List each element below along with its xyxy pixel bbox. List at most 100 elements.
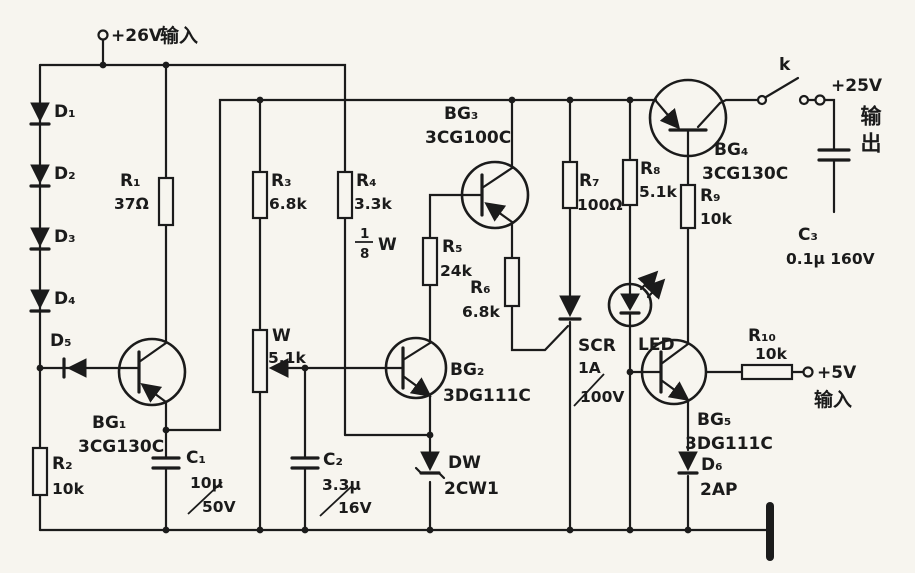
terminal-5v <box>802 366 814 378</box>
label-r2-val: 10k <box>52 480 85 498</box>
transistor-bg1 <box>117 337 187 407</box>
label-r5-val: 24k <box>440 262 473 280</box>
fraction-marks <box>187 241 605 517</box>
resistor-r4 <box>336 170 354 220</box>
label-r4-watt-unit: W <box>378 235 397 255</box>
resistor-r5 <box>421 236 439 287</box>
transistor-bg3 <box>460 160 530 230</box>
label-r8-ref: R₈ <box>640 159 661 179</box>
label-r4-watt-den: 8 <box>360 246 369 262</box>
label-r4-ref: R₄ <box>356 171 377 191</box>
diode-d5 <box>62 357 87 379</box>
label-r9-ref: R₉ <box>700 186 721 206</box>
switch-k <box>756 94 810 106</box>
label-r3-ref: R₃ <box>271 171 292 191</box>
diode-d6 <box>677 451 699 475</box>
label-r1-val: 37Ω <box>114 195 149 213</box>
label-bg3-type: 3CG100C <box>425 128 511 148</box>
label-r8-val: 5.1k <box>639 183 677 201</box>
potentiometer-w <box>251 328 269 394</box>
label-r1-ref: R₁ <box>120 171 141 191</box>
label-r10-val: 10k <box>755 345 788 363</box>
label-scr-current: 1A <box>578 359 601 377</box>
label-w-val: 5.1k <box>268 349 306 367</box>
transistor-bg4 <box>648 78 728 158</box>
label-scr-ref: SCR <box>578 336 616 356</box>
diode-d1 <box>29 102 51 126</box>
label-5v: +5V <box>817 363 857 383</box>
label-r10-ref: R₁₀ <box>748 326 776 346</box>
capacitor-c3 <box>817 148 851 162</box>
label-dw-ref: DW <box>448 453 481 473</box>
label-bg1-ref: BG₁ <box>92 413 126 433</box>
transistor-bg2 <box>384 336 448 400</box>
terminal-26v-input <box>97 29 109 41</box>
label-c1-volt: 50V <box>202 498 236 516</box>
resistor-r3 <box>251 170 269 220</box>
label-c3-val: 0.1μ 160V <box>786 250 875 268</box>
label-d4: D₄ <box>54 289 76 309</box>
label-c3-ref: C₃ <box>798 225 818 245</box>
label-r6-val: 6.8k <box>462 303 500 321</box>
label-switch-k: k <box>779 55 791 75</box>
resistor-r7 <box>561 160 579 210</box>
label-led: LED <box>638 335 675 355</box>
label-scr-voltage: 100V <box>580 388 624 406</box>
label-bg3-ref: BG₃ <box>444 104 478 124</box>
capacitor-c1 <box>151 456 181 470</box>
label-bg4-type: 3CG130C <box>702 164 788 184</box>
label-c2-ref: C₂ <box>323 450 343 470</box>
label-d6-ref: D₆ <box>701 455 723 475</box>
label-r3-val: 6.8k <box>269 195 307 213</box>
label-25v-cn-vertical: 输出 <box>858 105 882 159</box>
resistor-r10 <box>740 363 794 381</box>
label-d5: D₅ <box>50 331 72 351</box>
resistor-r6 <box>503 256 521 308</box>
wires <box>38 38 836 561</box>
label-bg2-type: 3DG111C <box>443 386 531 406</box>
label-r6-ref: R₆ <box>470 278 491 298</box>
resistor-r8 <box>621 158 639 207</box>
transistor-bg5 <box>640 338 708 406</box>
label-bg4-ref: BG₄ <box>714 140 748 160</box>
label-d2: D₂ <box>54 164 76 184</box>
label-d3: D₃ <box>54 227 76 247</box>
label-r7-val: 100Ω <box>577 196 623 214</box>
resistor-r2 <box>31 446 49 497</box>
resistor-r9 <box>679 183 697 230</box>
label-dw-type: 2CW1 <box>444 479 499 499</box>
zener-dw <box>414 451 446 480</box>
led-emission-arrow <box>644 278 666 300</box>
terminal-25v-output <box>814 94 826 106</box>
capacitor-c2 <box>290 456 320 470</box>
label-r7-ref: R₇ <box>579 171 600 191</box>
thyristor-scr <box>558 295 582 321</box>
label-26v-cn: 输入 <box>160 24 198 47</box>
label-26v: +26V <box>111 26 163 46</box>
label-25v: +25V <box>831 76 883 96</box>
diode-d4 <box>29 289 51 313</box>
diode-d2 <box>29 164 51 188</box>
labels: +26V 输入 D₁ D₂ D₃ D₄ D₅ R₁ 37Ω R₂ 10k C₁ … <box>50 24 883 517</box>
label-d6-type: 2AP <box>700 480 737 500</box>
label-bg5-ref: BG₅ <box>697 410 731 430</box>
label-c2-val: 3.3μ <box>322 476 361 494</box>
label-bg1-type: 3CG130C <box>78 437 164 457</box>
label-c1-ref: C₁ <box>186 448 206 468</box>
label-5v-cn: 输入 <box>814 388 852 411</box>
diode-d3 <box>29 227 51 251</box>
label-r4-val: 3.3k <box>354 195 392 213</box>
label-bg5-type: 3DG111C <box>685 434 773 454</box>
label-w-ref: W <box>272 326 291 346</box>
led <box>607 270 666 328</box>
label-r9-val: 10k <box>700 210 733 228</box>
resistor-r1 <box>157 176 175 227</box>
label-c2-volt: 16V <box>338 499 372 517</box>
label-bg2-ref: BG₂ <box>450 360 484 380</box>
label-d1: D₁ <box>54 102 76 122</box>
led-emission-arrow <box>637 270 659 292</box>
label-r5-ref: R₅ <box>442 237 463 257</box>
label-r4-watt-num: 1 <box>360 226 369 242</box>
